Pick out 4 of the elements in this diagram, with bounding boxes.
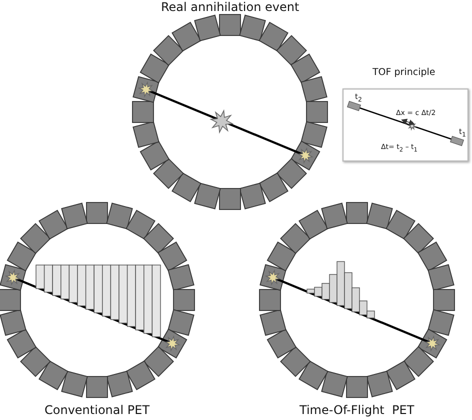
panel-title: TOF principle: [372, 68, 436, 78]
diagram-heading: Real annihilation event: [161, 1, 300, 13]
diagram-heading: Conventional PET: [44, 404, 150, 416]
diagram-heading: Time-Of-Flight PET: [300, 404, 414, 416]
